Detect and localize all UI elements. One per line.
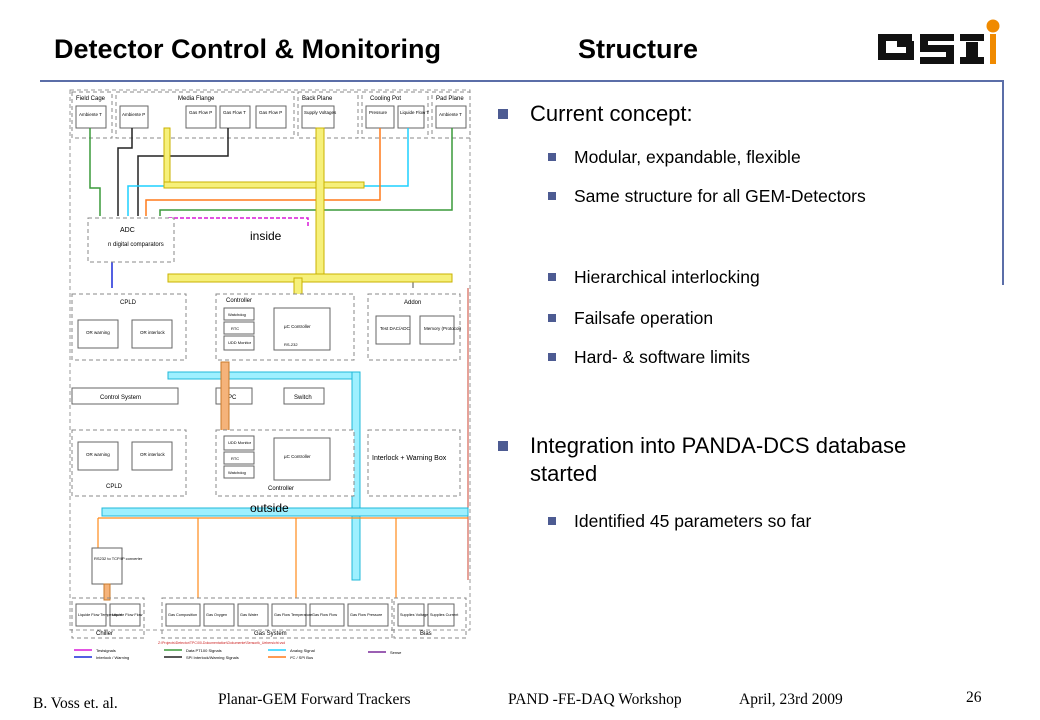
watchdog-label: Watchdog	[228, 312, 246, 317]
chiller-item: Liquide Flow Temperature	[78, 613, 122, 617]
legend-entry: Interlock / Warning	[96, 655, 129, 660]
sensor-label: Ambiente T	[79, 112, 102, 117]
bullet-marker-icon	[548, 517, 556, 525]
rtc-label: RTC	[231, 326, 239, 331]
top-box-label: Pad Plane	[436, 96, 464, 102]
sub-bullet: Hard- & software limits	[548, 346, 988, 368]
controller-label: Controller	[226, 298, 252, 304]
sensor-label: Supply Voltages	[304, 110, 337, 115]
bullet-marker-icon	[548, 353, 556, 361]
or-warning: OR warning	[86, 330, 110, 335]
sensor-label: Gas Flow P	[189, 110, 212, 115]
or-interlock-outside: OR interlock	[140, 452, 166, 457]
switch-label: Switch	[294, 395, 312, 401]
rtc-outside: RTC	[231, 456, 239, 461]
outside-label: outside	[250, 501, 289, 515]
udd-label: UDD Monitor	[228, 340, 252, 345]
gas-item: Gas Flow Flow	[312, 613, 337, 617]
or-warning-outside: OR warning	[86, 452, 110, 457]
top-box-label: Cooling Pot	[370, 96, 401, 102]
gas-item: Gas Water	[240, 613, 259, 617]
sensor-label: Ambiente P	[122, 112, 145, 117]
bullet-marker-icon	[548, 192, 556, 200]
sensor-label: Liquide Flow T	[400, 110, 429, 115]
inside-label: inside	[250, 229, 282, 243]
cpld-label: CPLD	[120, 300, 137, 306]
footer-workshop: PAND -FE-DAQ Workshop	[508, 691, 682, 708]
sensor-label: Gas Flow P	[259, 110, 282, 115]
footer-date: April, 23rd 2009	[739, 691, 843, 708]
test-dac-label: Test DAC/ADC	[380, 326, 411, 331]
top-box-label: Back Plane	[302, 96, 333, 102]
page-subtitle: Structure	[578, 34, 699, 64]
bias-item: Supplies Current	[430, 613, 459, 617]
gas-system-label: Gas System	[254, 631, 287, 637]
memory-label: Memory (Protocol)	[424, 326, 462, 331]
rs232-label: RS-232	[284, 342, 298, 347]
legend-entry: Sense	[390, 650, 402, 655]
interlock-box-label: Interlock + Warning Box	[372, 455, 447, 462]
top-box-label: Field Cage	[76, 96, 106, 102]
title-rule	[40, 80, 1004, 82]
chiller-item: Liquide Flow Flow	[112, 613, 143, 617]
addon-label: Addon	[404, 300, 421, 306]
legend-entry: Analog Signal	[290, 648, 315, 653]
sub-bullet: Same structure for all GEM-Detectors	[548, 185, 988, 207]
bullet-marker-icon	[548, 273, 556, 281]
legend-entry: I²C / SPI Bus	[290, 655, 313, 660]
sensor-label: Gas Flow T	[223, 110, 246, 115]
bullet-marker-icon	[548, 153, 556, 161]
gas-item: Gas Composition	[168, 613, 197, 617]
sub-bullet: Failsafe operation	[548, 307, 988, 329]
pc-label: PC	[228, 395, 237, 401]
bias-item: Supplies Voltage	[400, 613, 428, 617]
bias-label: Bias	[420, 631, 432, 637]
comparators-label: n digital comparators	[108, 242, 164, 248]
bullet-marker-icon	[548, 314, 556, 322]
top-box-label: Media Flange	[178, 96, 215, 102]
gsi-logo	[878, 19, 1000, 64]
gas-item: Gas Flow Temperature	[274, 613, 312, 617]
control-system-label: Control System	[100, 395, 141, 401]
udd-outside: UDD Monitor	[228, 440, 252, 445]
cpld-outside-label: CPLD	[106, 484, 123, 490]
side-rule	[1002, 80, 1004, 285]
footer-author: B. Voss et. al.	[33, 695, 118, 712]
sensor-label: Ambiente T	[439, 112, 462, 117]
sub-bullet: Hierarchical interlocking	[548, 266, 988, 288]
sensor-label: Pressure	[369, 110, 388, 115]
chiller-label: Chiller	[96, 631, 113, 637]
legend-entry: Testsignals	[96, 648, 116, 653]
legend-entry: SPI Interlock/Warning Signals	[186, 655, 239, 660]
file-path: Z:\Projects\Detector\TPC\00-Dokumentatio…	[158, 641, 285, 645]
bullet-marker-icon	[498, 109, 508, 119]
page-number: 26	[966, 689, 982, 706]
footer-event: Planar-GEM Forward Trackers	[218, 691, 411, 708]
uc-label: µC Controller	[284, 324, 311, 329]
adc-label: ADC	[120, 227, 135, 234]
dcs-structure-diagram: Field Cage Media Flange Back Plane Cooli…	[69, 89, 471, 660]
bullet-marker-icon	[498, 441, 508, 451]
bullet-integration: Integration into PANDA-DCS database star…	[498, 432, 918, 488]
or-interlock: OR interlock	[140, 330, 166, 335]
bullet-current-concept: Current concept:	[498, 100, 978, 128]
page-title: Detector Control & Monitoring	[54, 34, 441, 64]
uc-outside: µC Controller	[284, 454, 311, 459]
legend-entry: Data PT100 Signals	[186, 648, 222, 653]
watchdog-outside: Watchdog	[228, 470, 246, 475]
rs232-tcp-label: RS232 to TCP/IP converter	[94, 556, 143, 561]
gas-item: Gas Flow Pressure	[350, 613, 382, 617]
controller-outside-label: Controller	[268, 486, 294, 492]
gas-item: Gas Oxygen	[206, 613, 227, 617]
sub-bullet: Modular, expandable, flexible	[548, 146, 988, 168]
sub-bullet: Identified 45 parameters so far	[548, 510, 988, 532]
